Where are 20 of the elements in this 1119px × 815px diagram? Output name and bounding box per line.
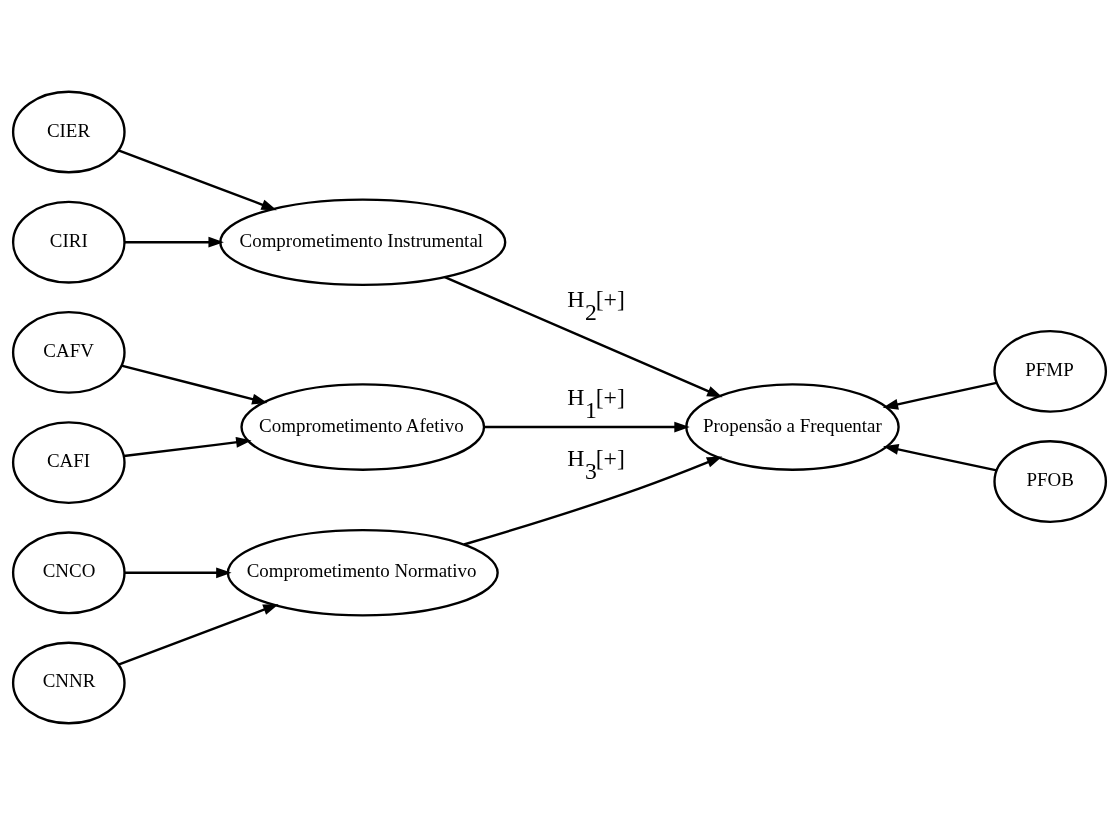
- node-ellipse: CAFV: [11, 310, 126, 394]
- arrow: [444, 276, 723, 398]
- node-ellipse: PFMP: [993, 329, 1108, 413]
- arrow: [883, 444, 997, 472]
- arrow: [124, 236, 224, 248]
- node-ellipse: CNNR: [11, 641, 126, 725]
- node-ellipse: PFOB: [993, 440, 1108, 524]
- node-ellipse: CIER: [11, 90, 126, 174]
- node-ellipse: CIRI: [11, 200, 126, 284]
- node-ellipse: CAFI: [11, 421, 126, 505]
- arrow: [124, 567, 232, 579]
- node-ellipse: CNCO: [11, 531, 126, 615]
- arrow: [484, 421, 690, 433]
- arrow: [118, 604, 279, 666]
- arrow: [123, 436, 252, 458]
- arrow: [118, 149, 277, 211]
- arrow: [882, 381, 997, 410]
- arrow: [121, 364, 268, 405]
- arrow: [463, 456, 723, 546]
- node-ellipse: Comprometimento Afetivo: [240, 383, 486, 471]
